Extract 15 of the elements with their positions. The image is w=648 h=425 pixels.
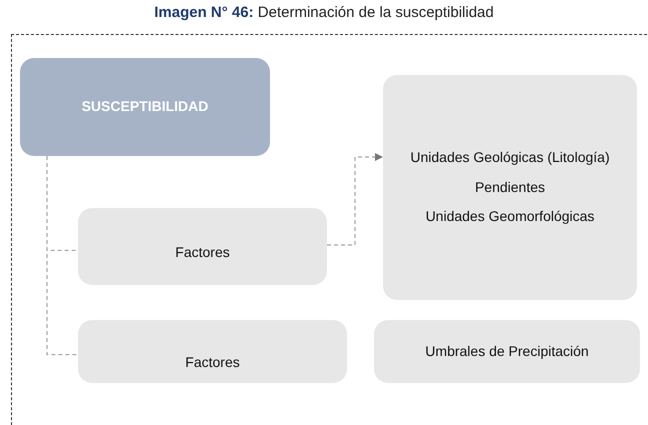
process-box bbox=[78, 320, 347, 383]
box-text: Unidades Geomorfológicas bbox=[426, 208, 594, 226]
box-text: Factores bbox=[175, 244, 230, 262]
process-box bbox=[78, 208, 327, 285]
process-box bbox=[383, 75, 637, 300]
connector bbox=[326, 153, 383, 246]
process-box bbox=[20, 58, 270, 156]
box-text: Unidades Geológicas (Litología) bbox=[410, 149, 610, 167]
box-text: Factores bbox=[185, 354, 240, 372]
box-text: Pendientes bbox=[474, 178, 546, 196]
connector bbox=[46, 156, 78, 356]
box-text: Umbrales de Precipitación bbox=[425, 342, 589, 360]
figure-title: Imagen N° 46: Determinación de la susceptibilidad bbox=[153, 4, 495, 21]
box-text: SUSCEPTIBILIDAD bbox=[82, 98, 208, 116]
process-box bbox=[374, 320, 640, 383]
